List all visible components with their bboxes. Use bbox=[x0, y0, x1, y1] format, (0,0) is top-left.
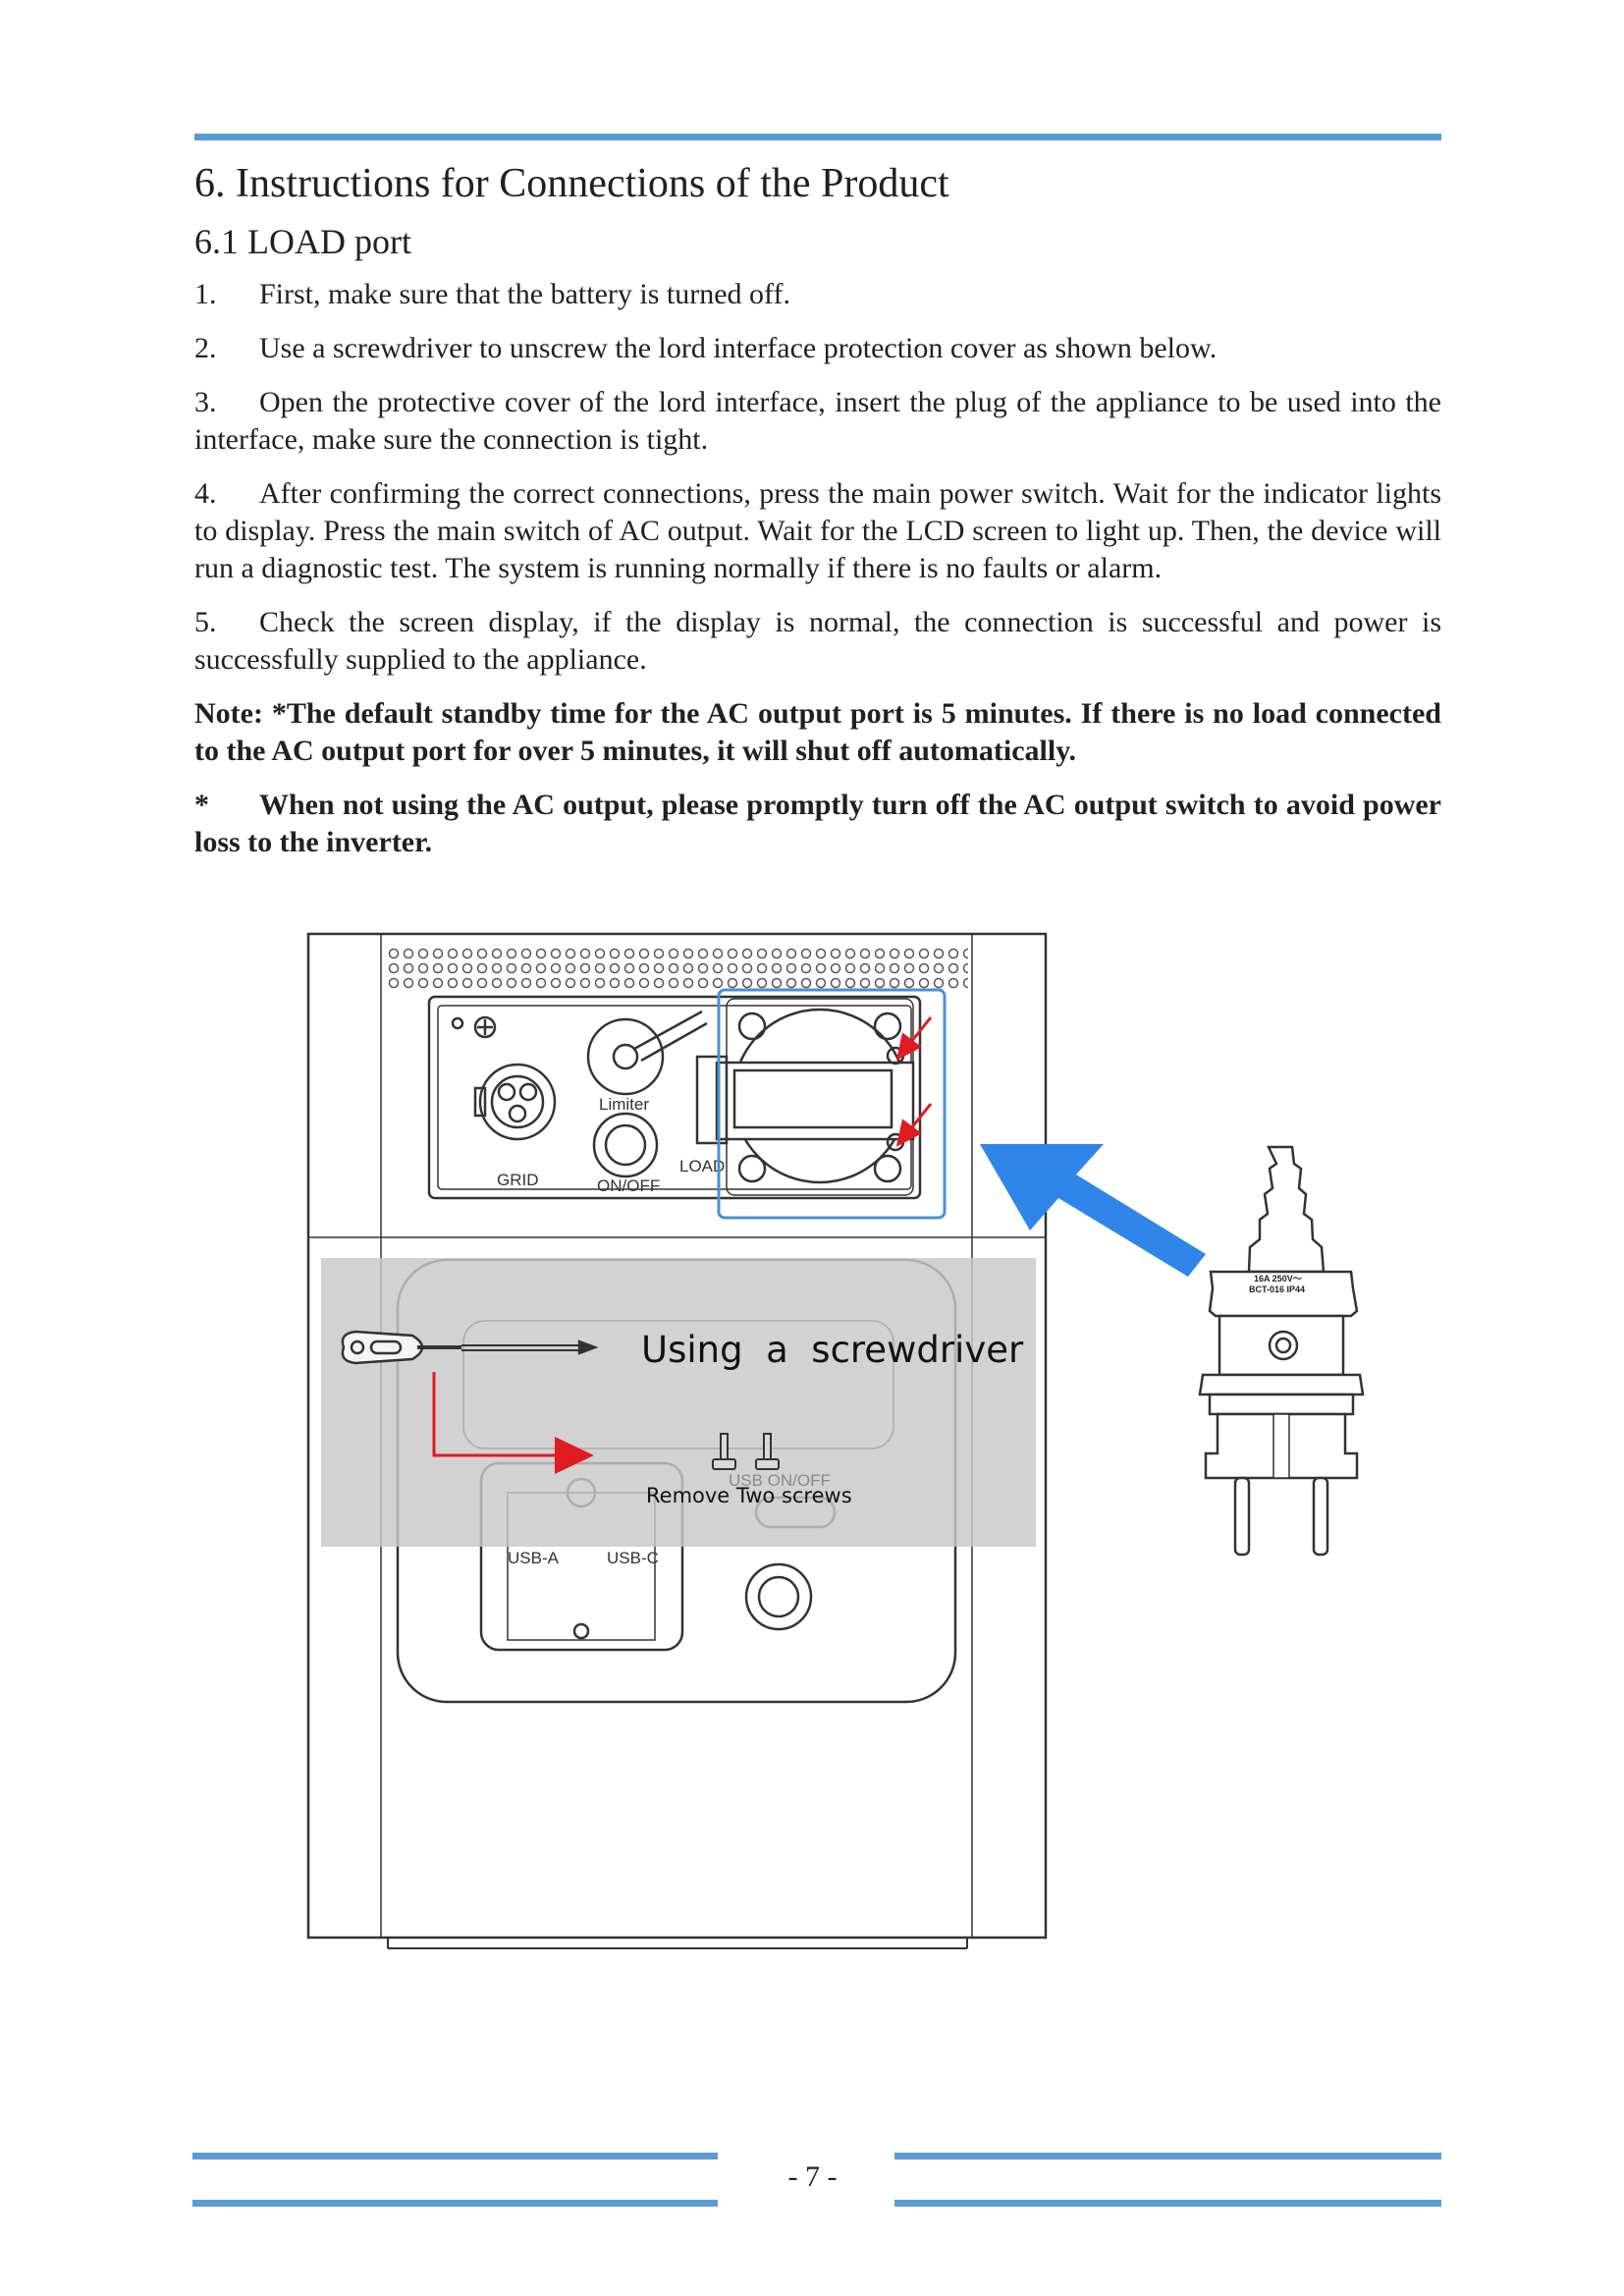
screwdriver-instruction-overlay bbox=[321, 1258, 1036, 1547]
footer-rule-right-bottom bbox=[894, 2200, 1441, 2207]
insert-direction-arrow bbox=[980, 1144, 1206, 1277]
load-label: LOAD bbox=[679, 1157, 725, 1175]
step-3: 3.Open the protective cover of the lord … bbox=[194, 386, 1441, 457]
step-2: 2.Use a screwdriver to unscrew the lord … bbox=[194, 332, 1218, 365]
warning-note: *When not using the AC output, please pr… bbox=[194, 789, 1441, 859]
usb-c-label: USB-C bbox=[607, 1549, 659, 1567]
page-content: 6. Instructions for Connections of the P… bbox=[194, 147, 1441, 878]
screwdriver-caption: Using a screwdriver bbox=[641, 1329, 1024, 1371]
subsection-title: 6.1 LOAD port bbox=[194, 221, 411, 261]
footer-rule-left-bottom bbox=[192, 2200, 718, 2207]
screw-pointer-arrows bbox=[895, 1016, 933, 1147]
load-highlight-box bbox=[717, 988, 947, 1220]
section-title: 6. Instructions for Connections of the P… bbox=[194, 161, 949, 206]
connection-panel bbox=[427, 995, 922, 1200]
vent-grille bbox=[387, 947, 968, 990]
remove-screws-caption: Remove Two screws bbox=[646, 1484, 852, 1507]
step-1: 1.First, make sure that the battery is t… bbox=[194, 278, 790, 311]
step-5: 5.Check the screen display, if the displ… bbox=[194, 606, 1441, 677]
plug-rating-line-2: BCT-016 IP44 bbox=[1249, 1285, 1305, 1294]
onoff-label: ON/OFF bbox=[597, 1176, 660, 1195]
footer-rule-left-top bbox=[192, 2153, 718, 2159]
grid-label: GRID bbox=[497, 1171, 539, 1189]
page-number: - 7 - bbox=[787, 2160, 838, 2193]
screwdriver-icon bbox=[341, 1330, 599, 1365]
step-4: 4.After confirming the correct connectio… bbox=[194, 477, 1441, 585]
usb-a-label: USB-A bbox=[508, 1549, 560, 1567]
footer-rule-right-top bbox=[894, 2153, 1441, 2159]
limiter-label: Limiter bbox=[599, 1095, 649, 1114]
header-rule bbox=[194, 134, 1441, 140]
power-plug-icon bbox=[1198, 1145, 1365, 1557]
red-direction-arrow bbox=[432, 1372, 594, 1474]
standby-note: Note: *The default standby time for the … bbox=[194, 697, 1441, 768]
plug-rating-line-1: 16A 250V～ bbox=[1254, 1274, 1302, 1284]
usb-onoff-label: USB ON/OFF bbox=[729, 1471, 831, 1490]
two-screws-icon bbox=[712, 1433, 780, 1470]
